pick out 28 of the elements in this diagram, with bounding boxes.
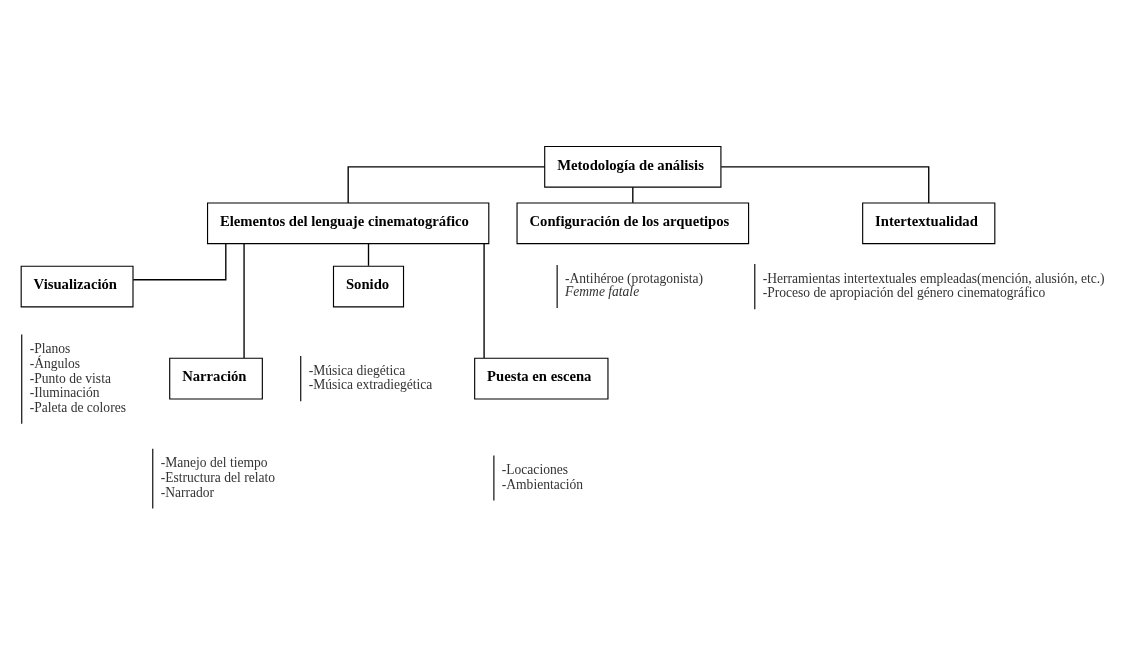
node-label: -Herramientas intertextuales empleadas(mención, alusión, etc.) [762, 270, 1105, 286]
node-box: Visualización [20, 265, 134, 308]
node-label: Femme fatale [565, 284, 640, 300]
connector [367, 243, 370, 267]
node-box: Sonido [332, 265, 405, 308]
node-label: -Locaciones [501, 462, 568, 478]
node-label: -Música diegética [308, 362, 406, 378]
node-box: Configuración de los arquetipos [516, 202, 750, 245]
connector [720, 166, 930, 204]
node-label: -Ambientación [501, 476, 584, 492]
connector [347, 166, 546, 204]
connector [243, 243, 245, 359]
node-label: -Ángulos [29, 356, 81, 372]
node-label: -Estructura del relato [160, 470, 276, 486]
node-box: Intertextualidad [862, 202, 996, 245]
node-box: Metodología de análisis [544, 145, 722, 188]
node-label: -Antihéroe (protagonista) [565, 270, 704, 286]
node-box: Narración [169, 357, 263, 400]
node-label: -Punto de vista [29, 370, 111, 386]
connector [483, 243, 485, 359]
node-label: -Iluminación [29, 385, 100, 401]
connector [132, 243, 227, 281]
node-label: -Manejo del tiempo [160, 455, 268, 471]
node-box: Puesta en escena [474, 357, 609, 400]
node-label: -Música extradiegética [308, 377, 433, 393]
node-label: -Paleta de colores [29, 400, 126, 416]
node-label: -Narrador [160, 484, 215, 500]
node-box: Elementos del lenguaje cinematográfico [207, 202, 490, 245]
